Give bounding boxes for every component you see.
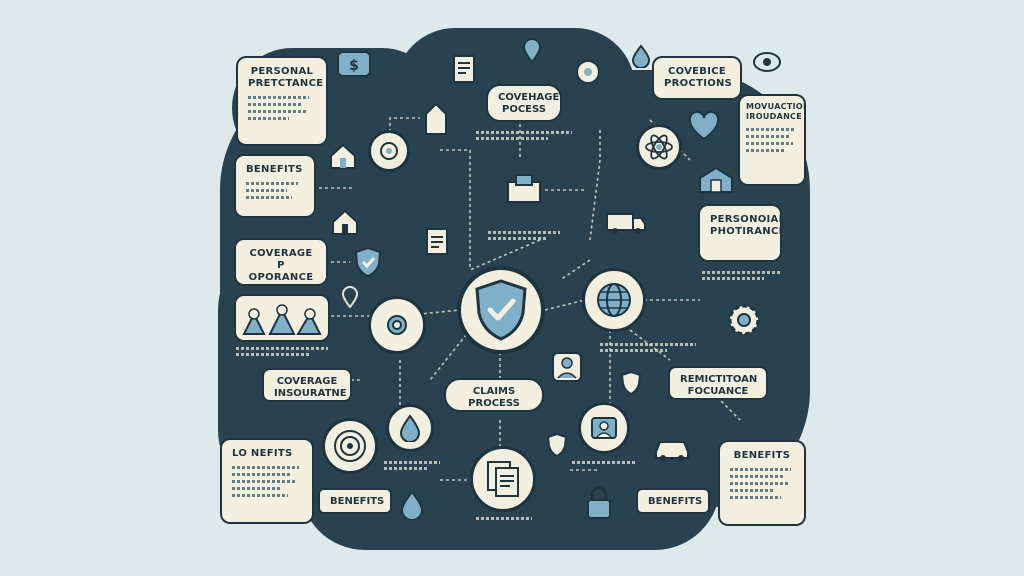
shield-check-icon bbox=[475, 279, 527, 341]
location-pin-icon bbox=[342, 286, 358, 308]
car-icon bbox=[606, 213, 646, 234]
card-lo-nefits: LO NEFITS bbox=[222, 440, 312, 522]
handshake-circle bbox=[368, 296, 426, 354]
gear-icon bbox=[728, 304, 760, 336]
card-title: PERSONOIAL PHOTIRANCE bbox=[710, 214, 780, 237]
document-icon bbox=[507, 174, 541, 203]
person-circle bbox=[578, 402, 630, 454]
target-icon bbox=[334, 430, 366, 462]
card-personoial-photirance: PERSONOIAL PHOTIRANCE bbox=[700, 206, 780, 260]
shield-check-icon bbox=[354, 246, 382, 278]
drop-circle bbox=[386, 404, 434, 452]
shield-check-icon bbox=[546, 432, 568, 458]
caption-under-personoial bbox=[702, 268, 780, 282]
document-icon bbox=[453, 55, 475, 83]
documents-circle bbox=[470, 446, 536, 512]
person-id-icon bbox=[552, 352, 582, 382]
card-title: COVEBICE PROCTIONS bbox=[664, 66, 733, 89]
caption-under-coveheage bbox=[476, 128, 572, 142]
card-covebice-proctions: COVEBICE PROCTIONS bbox=[654, 58, 740, 98]
house-icon bbox=[330, 143, 356, 169]
person-id-icon bbox=[591, 417, 617, 439]
water-drop-icon bbox=[399, 414, 421, 442]
svg-text:$: $ bbox=[349, 58, 359, 74]
globe-icon bbox=[597, 283, 631, 317]
card-coveheage-pocess: COVEHAGE POCESS bbox=[486, 84, 562, 122]
card-remictitoan-focuance: REMICTITOAN FOCUANCE bbox=[668, 366, 768, 400]
house-icon bbox=[332, 209, 358, 235]
shield-check-icon bbox=[620, 370, 642, 396]
caption-under-globe bbox=[600, 340, 696, 354]
card-title: LO NEFITS bbox=[232, 448, 293, 459]
target-icon bbox=[753, 52, 781, 72]
target-circle bbox=[322, 418, 378, 474]
card-title: BENEFITS bbox=[733, 450, 791, 461]
caption-under-drop bbox=[384, 458, 440, 472]
card-title: MOVUACTION IROUDANCE bbox=[746, 102, 804, 121]
water-drop-icon bbox=[632, 44, 650, 68]
heart-icon bbox=[688, 110, 720, 141]
clipboard-icon bbox=[426, 228, 448, 255]
card-personal-pretctance: PERSONAL PRETCTANCE bbox=[238, 58, 326, 144]
location-pin-icon bbox=[522, 38, 542, 64]
briefcase-icon bbox=[425, 102, 447, 135]
card-title: COVERAGE P OPORANCE bbox=[248, 248, 314, 283]
dollar-circle bbox=[368, 130, 410, 172]
card-benefits-top-left: BENEFITS bbox=[236, 156, 314, 216]
caption-center-mid bbox=[488, 228, 560, 242]
car-icon bbox=[655, 441, 689, 461]
card-claims-process: CLAIMS PROCESS bbox=[444, 378, 544, 412]
document-icon bbox=[487, 461, 519, 497]
caption-under-documents bbox=[476, 514, 532, 528]
card-benefits-bottom-center-right: BENEFITS bbox=[636, 488, 710, 514]
house-icon bbox=[699, 166, 733, 193]
atom-circle bbox=[636, 124, 682, 170]
card-people bbox=[236, 296, 328, 340]
gear-icon bbox=[387, 315, 407, 335]
card-movuaction-iroudance: MOVUACTION IROUDANCE bbox=[740, 96, 804, 184]
target-icon bbox=[380, 142, 398, 160]
globe-circle bbox=[582, 268, 646, 332]
card-coverage-p-oporance: COVERAGE P OPORANCE bbox=[236, 240, 326, 284]
padlock-icon bbox=[587, 486, 611, 519]
water-drop-icon bbox=[400, 490, 424, 520]
atom-icon bbox=[645, 134, 673, 160]
card-benefits-bottom-left: BENEFITS bbox=[318, 488, 392, 514]
caption-under-people bbox=[236, 344, 328, 358]
dollar-chat-icon: $ bbox=[337, 51, 371, 77]
center-shield-circle bbox=[457, 266, 545, 354]
caption-under-person bbox=[572, 458, 636, 472]
people-icon bbox=[242, 304, 322, 335]
target-icon bbox=[576, 60, 600, 84]
card-title: BENEFITS bbox=[246, 164, 303, 175]
card-coverage-insouratne: COVERAGE INSOURATNE bbox=[262, 368, 352, 402]
card-title: PERSONAL PRETCTANCE bbox=[248, 66, 324, 89]
card-benefits-bottom-right: BENEFITS bbox=[720, 442, 804, 524]
